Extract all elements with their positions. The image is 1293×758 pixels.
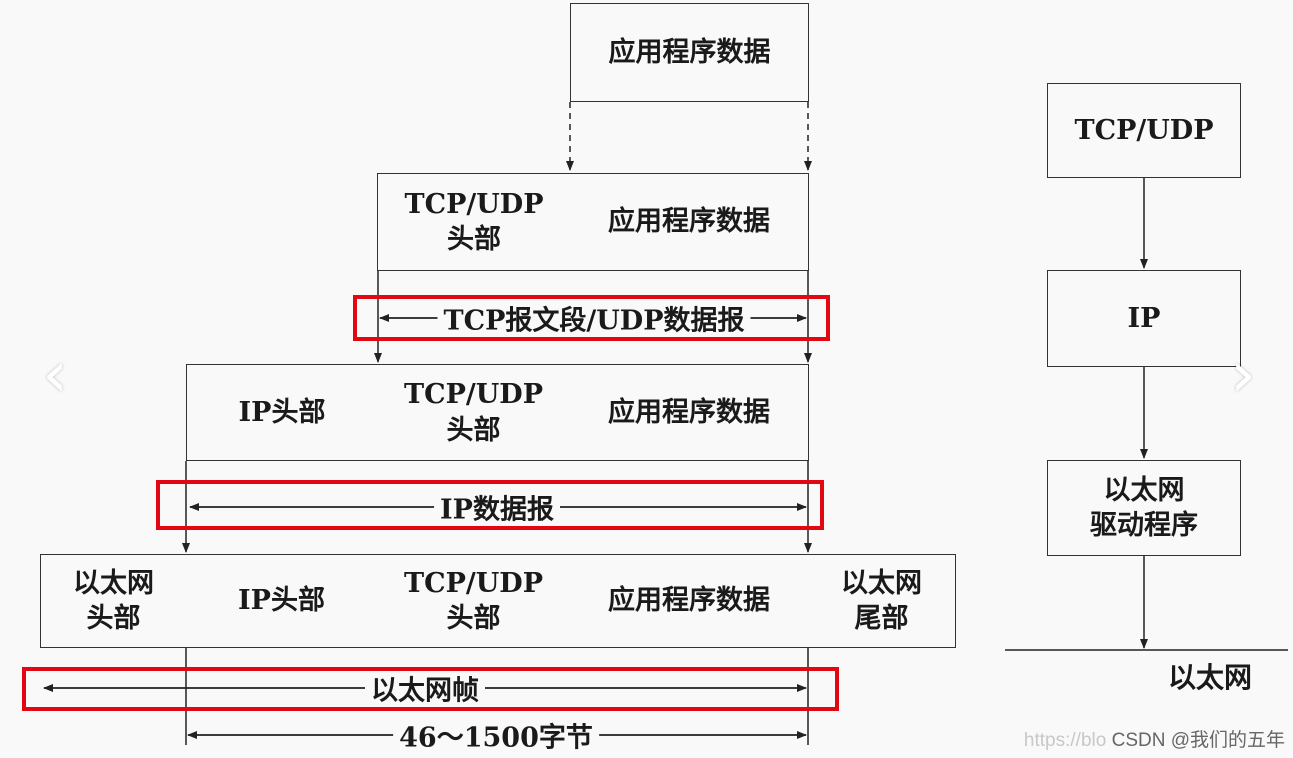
tcp-udp-header-box: TCP/UDP 头部 [377,554,571,648]
segment-highlight [353,295,830,341]
app-data-box: 应用程序数据 [570,173,809,271]
ethernet-trailer-box: 以太网 尾部 [808,554,956,648]
frame-label: 以太网帧 [365,668,485,708]
csdn-watermark: https://blo CSDN @我们的五年 [1024,725,1285,752]
side-driver-box: 以太网 驱动程序 [1047,460,1241,556]
ip-header-box: IP头部 [186,364,378,461]
side-network-box: IP [1047,270,1241,367]
datagram-label: IP数据报 [434,487,560,527]
ip-header-box: IP头部 [186,554,378,648]
ethernet-medium-label: 以太网 [1168,661,1253,694]
tcp-udp-header-box: TCP/UDP 头部 [377,364,571,461]
prev-chevron-icon[interactable]: ‹ [42,338,68,412]
frame-highlight [22,667,839,711]
tcp-udp-header-box: TCP/UDP 头部 [377,173,571,271]
size-label: 46～1500字节 [393,715,599,755]
side-transport-box: TCP/UDP [1047,83,1241,178]
app-data-box: 应用程序数据 [570,3,809,102]
segment-label: TCP报文段/UDP数据报 [437,298,751,338]
app-data-box: 应用程序数据 [570,554,809,648]
ethernet-header-box: 以太网 头部 [40,554,187,648]
next-chevron-icon[interactable]: › [1230,338,1256,412]
watermark-url: https://blo [1023,730,1107,751]
watermark-text: CSDN @我们的五年 [1111,730,1285,751]
app-data-box: 应用程序数据 [570,364,809,461]
datagram-highlight [156,480,824,530]
